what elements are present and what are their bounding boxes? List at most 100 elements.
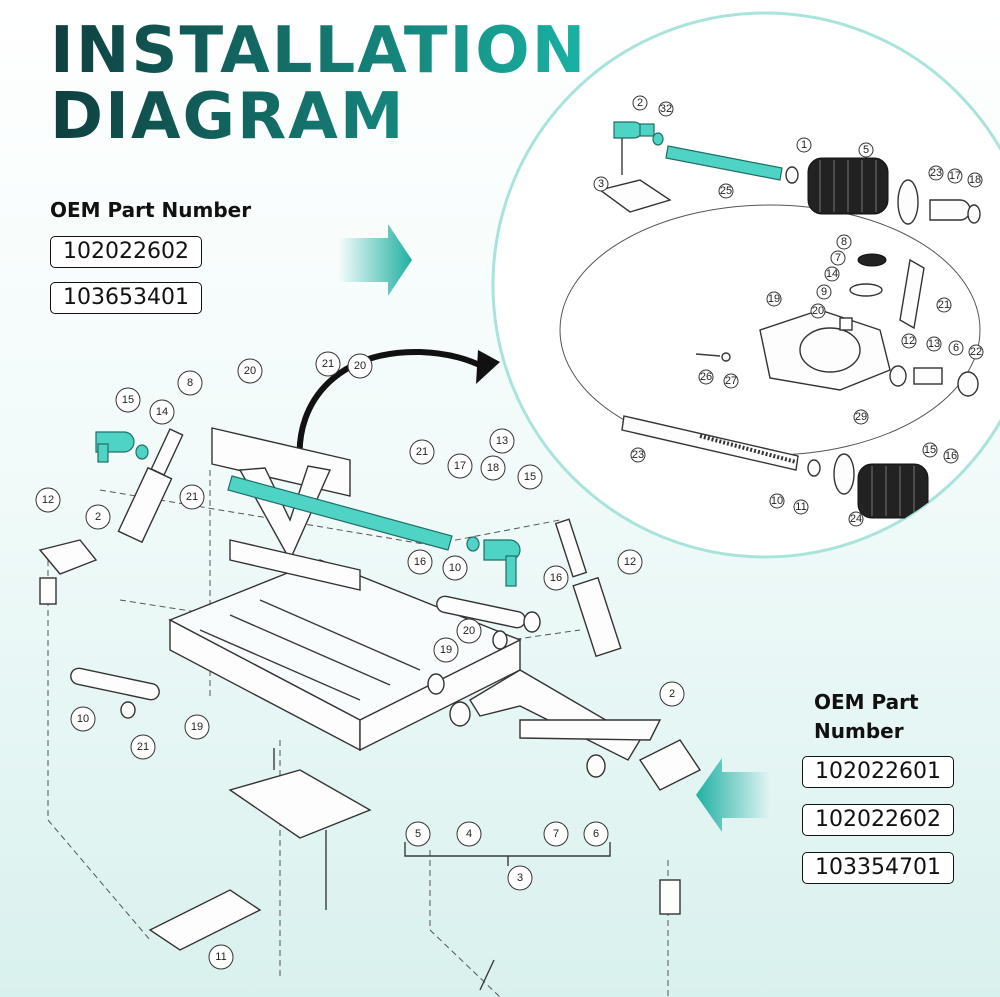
svg-text:20: 20 (463, 625, 475, 637)
svg-text:12: 12 (903, 335, 915, 347)
left-oem-label: OEM Part Number (50, 198, 252, 222)
main-callout-16b: 16 (543, 565, 569, 591)
inset-callout-9: 9 (816, 284, 832, 300)
curved-arrow-icon (296, 348, 500, 463)
main-callout-3: 3 (507, 865, 533, 891)
arrow-left-icon (696, 758, 770, 832)
main-callout-20c: 20 (456, 618, 482, 644)
main-callout-13: 13 (489, 428, 515, 454)
inset-callout-7: 7 (830, 250, 846, 266)
main-callout-4: 4 (456, 821, 482, 847)
svg-text:18: 18 (487, 462, 499, 474)
svg-text:12: 12 (42, 494, 54, 506)
inset-callouts: 2 32 25 1 5 23 17 18 3 8 7 14 9 21 19 20… (593, 95, 984, 527)
svg-text:2: 2 (637, 97, 643, 109)
main-callouts: 21 20 20 15 14 8 12 2 21 13 21 17 18 15 … (35, 351, 685, 970)
inset-callout-25: 25 (718, 183, 734, 199)
svg-text:15: 15 (524, 471, 536, 483)
svg-text:9: 9 (821, 286, 827, 298)
svg-text:19: 19 (440, 644, 452, 656)
svg-text:6: 6 (593, 828, 599, 840)
left-part-number-2: 103653401 (50, 282, 202, 314)
svg-text:23: 23 (632, 449, 644, 461)
main-callout-10a: 10 (442, 555, 468, 581)
main-callout-6: 6 (583, 821, 609, 847)
svg-text:21: 21 (322, 358, 334, 370)
inset-callout-27: 27 (723, 373, 739, 389)
svg-text:11: 11 (215, 951, 226, 963)
main-callout-18: 18 (480, 455, 506, 481)
svg-text:26: 26 (700, 371, 712, 383)
inset-callout-32: 32 (658, 101, 674, 117)
main-callout-12a: 12 (35, 487, 61, 513)
svg-text:21: 21 (938, 299, 950, 311)
svg-text:2: 2 (669, 688, 675, 700)
svg-text:7: 7 (553, 828, 559, 840)
main-callout-15b: 15 (517, 464, 543, 490)
inset-callout-2: 2 (632, 95, 648, 111)
svg-text:16: 16 (945, 450, 957, 462)
svg-text:14: 14 (156, 406, 168, 418)
svg-text:24: 24 (850, 513, 862, 525)
inset-callout-21: 21 (936, 297, 952, 313)
svg-text:6: 6 (953, 342, 959, 354)
right-oem-label: OEM Part Number (814, 688, 919, 746)
main-callout-7: 7 (543, 821, 569, 847)
svg-text:10: 10 (77, 713, 89, 725)
svg-text:8: 8 (841, 236, 847, 248)
main-callout-21d: 21 (130, 734, 156, 760)
inset-callout-15: 15 (922, 442, 938, 458)
svg-text:21: 21 (416, 446, 428, 458)
inset-callout-19: 19 (766, 291, 782, 307)
inset-callout-6: 6 (948, 340, 964, 356)
svg-text:1: 1 (801, 139, 807, 151)
main-callout-19a: 19 (433, 637, 459, 663)
main-callout-20b: 20 (237, 358, 263, 384)
inset-callout-13: 13 (926, 336, 942, 352)
main-callout-12b: 12 (617, 549, 643, 575)
svg-text:19: 19 (768, 293, 780, 305)
svg-text:16: 16 (550, 572, 562, 584)
inset-callout-17: 17 (947, 168, 963, 184)
svg-text:16: 16 (414, 556, 426, 568)
svg-text:20: 20 (354, 360, 366, 372)
main-callout-5: 5 (405, 821, 431, 847)
right-oem-label-line-2: Number (814, 719, 904, 743)
main-callout-14: 14 (149, 399, 175, 425)
svg-text:19: 19 (191, 721, 203, 733)
main-callout-19b: 19 (184, 714, 210, 740)
svg-text:5: 5 (415, 828, 421, 840)
svg-text:18: 18 (969, 174, 981, 186)
inset-callout-29: 29 (853, 409, 869, 425)
svg-text:10: 10 (449, 562, 461, 574)
svg-text:15: 15 (122, 394, 134, 406)
inset-callout-3: 3 (593, 176, 609, 192)
svg-text:8: 8 (187, 377, 193, 389)
inset-callout-23a: 23 (928, 165, 944, 181)
inset-callout-16: 16 (943, 448, 959, 464)
inset-callout-8: 8 (836, 234, 852, 250)
right-part-number-3: 103354701 (802, 852, 954, 884)
svg-text:15: 15 (924, 444, 936, 456)
arrow-right-icon (338, 224, 412, 296)
front-suspension-diagram (38, 427, 702, 997)
inset-callout-14: 14 (824, 266, 840, 282)
callout-3-bracket (404, 842, 611, 866)
inset-callout-18: 18 (967, 172, 983, 188)
inset-callout-24: 24 (848, 511, 864, 527)
main-callout-2a: 2 (85, 504, 111, 530)
svg-text:2: 2 (95, 511, 101, 523)
svg-text:13: 13 (496, 435, 508, 447)
svg-text:20: 20 (812, 305, 824, 317)
svg-text:12: 12 (624, 556, 636, 568)
inset-callout-5: 5 (858, 142, 874, 158)
main-callout-11: 11 (208, 944, 234, 970)
main-callout-17: 17 (447, 453, 473, 479)
main-callout-10b: 10 (70, 706, 96, 732)
svg-text:14: 14 (826, 268, 838, 280)
svg-text:7: 7 (835, 252, 841, 264)
inset-callout-26: 26 (698, 369, 714, 385)
inset-callout-22: 22 (968, 344, 984, 360)
svg-text:4: 4 (466, 828, 472, 840)
